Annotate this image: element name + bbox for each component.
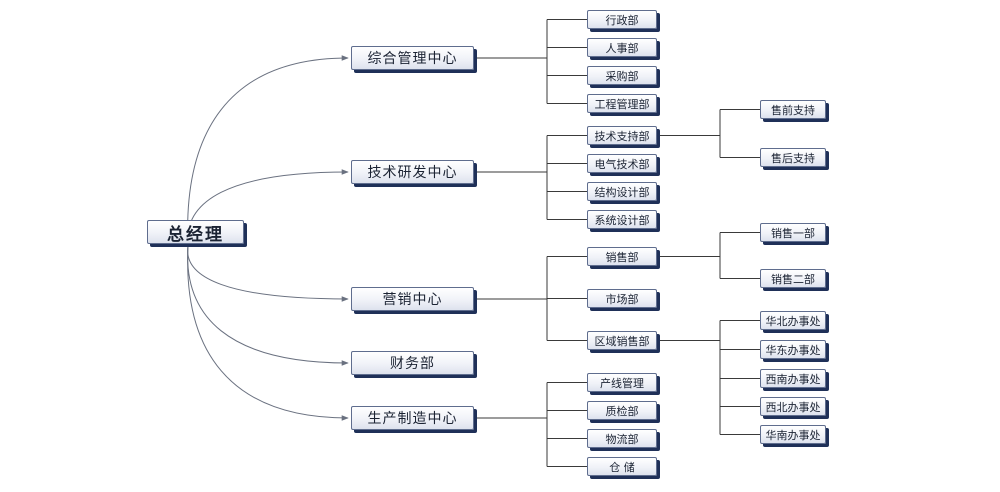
dept-structural: 结构设计部 <box>587 182 657 201</box>
dept-regional-sales: 区域销售部 <box>587 331 657 350</box>
dept-system-design: 系统设计部 <box>587 210 657 229</box>
root-node: 总经理 <box>147 220 244 245</box>
dept-market: 市场部 <box>587 289 657 308</box>
office-east: 华东办事处 <box>760 340 826 359</box>
dept-sales: 销售部 <box>587 247 657 266</box>
center-admin: 综合管理中心 <box>351 46 474 70</box>
dept-electrical: 电气技术部 <box>587 154 657 173</box>
office-southwest: 西南办事处 <box>760 369 826 388</box>
unit-sales-1: 销售一部 <box>760 223 826 242</box>
unit-presales: 售前支持 <box>760 100 826 119</box>
dept-engineering-mgmt: 工程管理部 <box>587 94 657 113</box>
center-finance: 财务部 <box>351 351 474 375</box>
dept-qc: 质检部 <box>587 401 657 420</box>
office-north: 华北办事处 <box>760 311 826 330</box>
root-arrow-center-marketing <box>187 245 349 302</box>
center-rnd: 技术研发中心 <box>351 160 474 184</box>
center-production: 生产制造中心 <box>351 406 474 430</box>
dept-logistics: 物流部 <box>587 429 657 448</box>
root-arrow-center-admin <box>187 55 349 247</box>
office-northwest: 西北办事处 <box>760 397 826 416</box>
dept-admin-office: 行政部 <box>587 10 657 29</box>
center-marketing: 营销中心 <box>351 287 474 311</box>
root-arrow-center-production <box>187 245 349 421</box>
dept-purchasing: 采购部 <box>587 66 657 85</box>
dept-warehouse: 仓 储 <box>587 457 657 476</box>
dept-tech-support: 技术支持部 <box>587 126 657 145</box>
root-arrow-center-finance <box>187 245 349 366</box>
unit-aftersales: 售后支持 <box>760 148 826 167</box>
office-south: 华南办事处 <box>760 425 826 444</box>
unit-sales-2: 销售二部 <box>760 269 826 288</box>
dept-line-mgmt: 产线管理 <box>587 373 657 392</box>
dept-hr: 人事部 <box>587 38 657 57</box>
